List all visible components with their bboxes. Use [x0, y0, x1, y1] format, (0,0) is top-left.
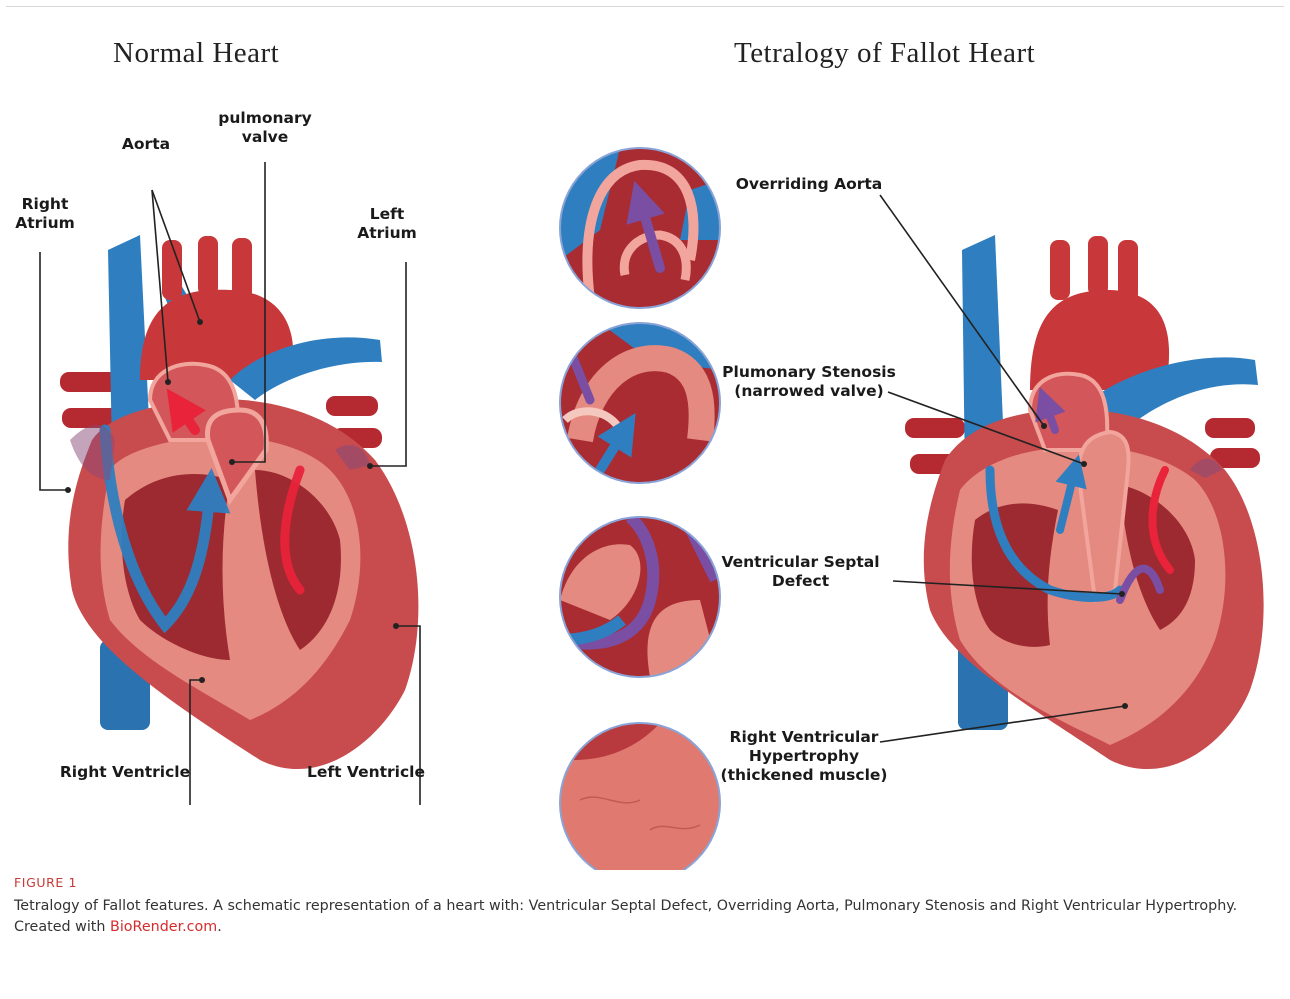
- label-pulmonary-valve: pulmonary valve: [210, 109, 320, 147]
- biorender-link[interactable]: BioRender.com: [110, 919, 217, 935]
- zoom-circle-rvh: [560, 723, 720, 870]
- caption-text: Tetralogy of Fallot features. A schemati…: [14, 896, 1276, 938]
- label-right-ventricular-hypertrophy: Right Ventricular Hypertrophy (thickened…: [718, 728, 890, 785]
- figure-number: FIGURE 1: [14, 875, 1276, 890]
- caption-end: .: [217, 919, 222, 935]
- label-left-atrium: Left Atrium: [352, 205, 422, 243]
- zoom-circle-vsd: [560, 517, 720, 677]
- tof-heart-title: Tetralogy of Fallot Heart: [734, 37, 1035, 70]
- heart-illustration: [0, 0, 1290, 870]
- label-right-atrium: Right Atrium: [10, 195, 80, 233]
- label-right-ventricle: Right Ventricle: [50, 763, 200, 782]
- zoom-circle-stenosis: [560, 323, 720, 483]
- zoom-circle-overriding-aorta: [560, 148, 720, 308]
- tof-heart: [905, 235, 1264, 769]
- label-ventricular-septal-defect: Ventricular Septal Defect: [718, 553, 883, 591]
- normal-heart: [60, 235, 418, 769]
- figure-caption: FIGURE 1 Tetralogy of Fallot features. A…: [14, 875, 1276, 938]
- label-aorta: Aorta: [116, 135, 176, 154]
- label-pulmonary-stenosis: Plumonary Stenosis (narrowed valve): [718, 363, 900, 401]
- normal-heart-title: Normal Heart: [113, 37, 279, 70]
- label-overriding-aorta: Overriding Aorta: [728, 175, 890, 194]
- label-left-ventricle: Left Ventricle: [296, 763, 436, 782]
